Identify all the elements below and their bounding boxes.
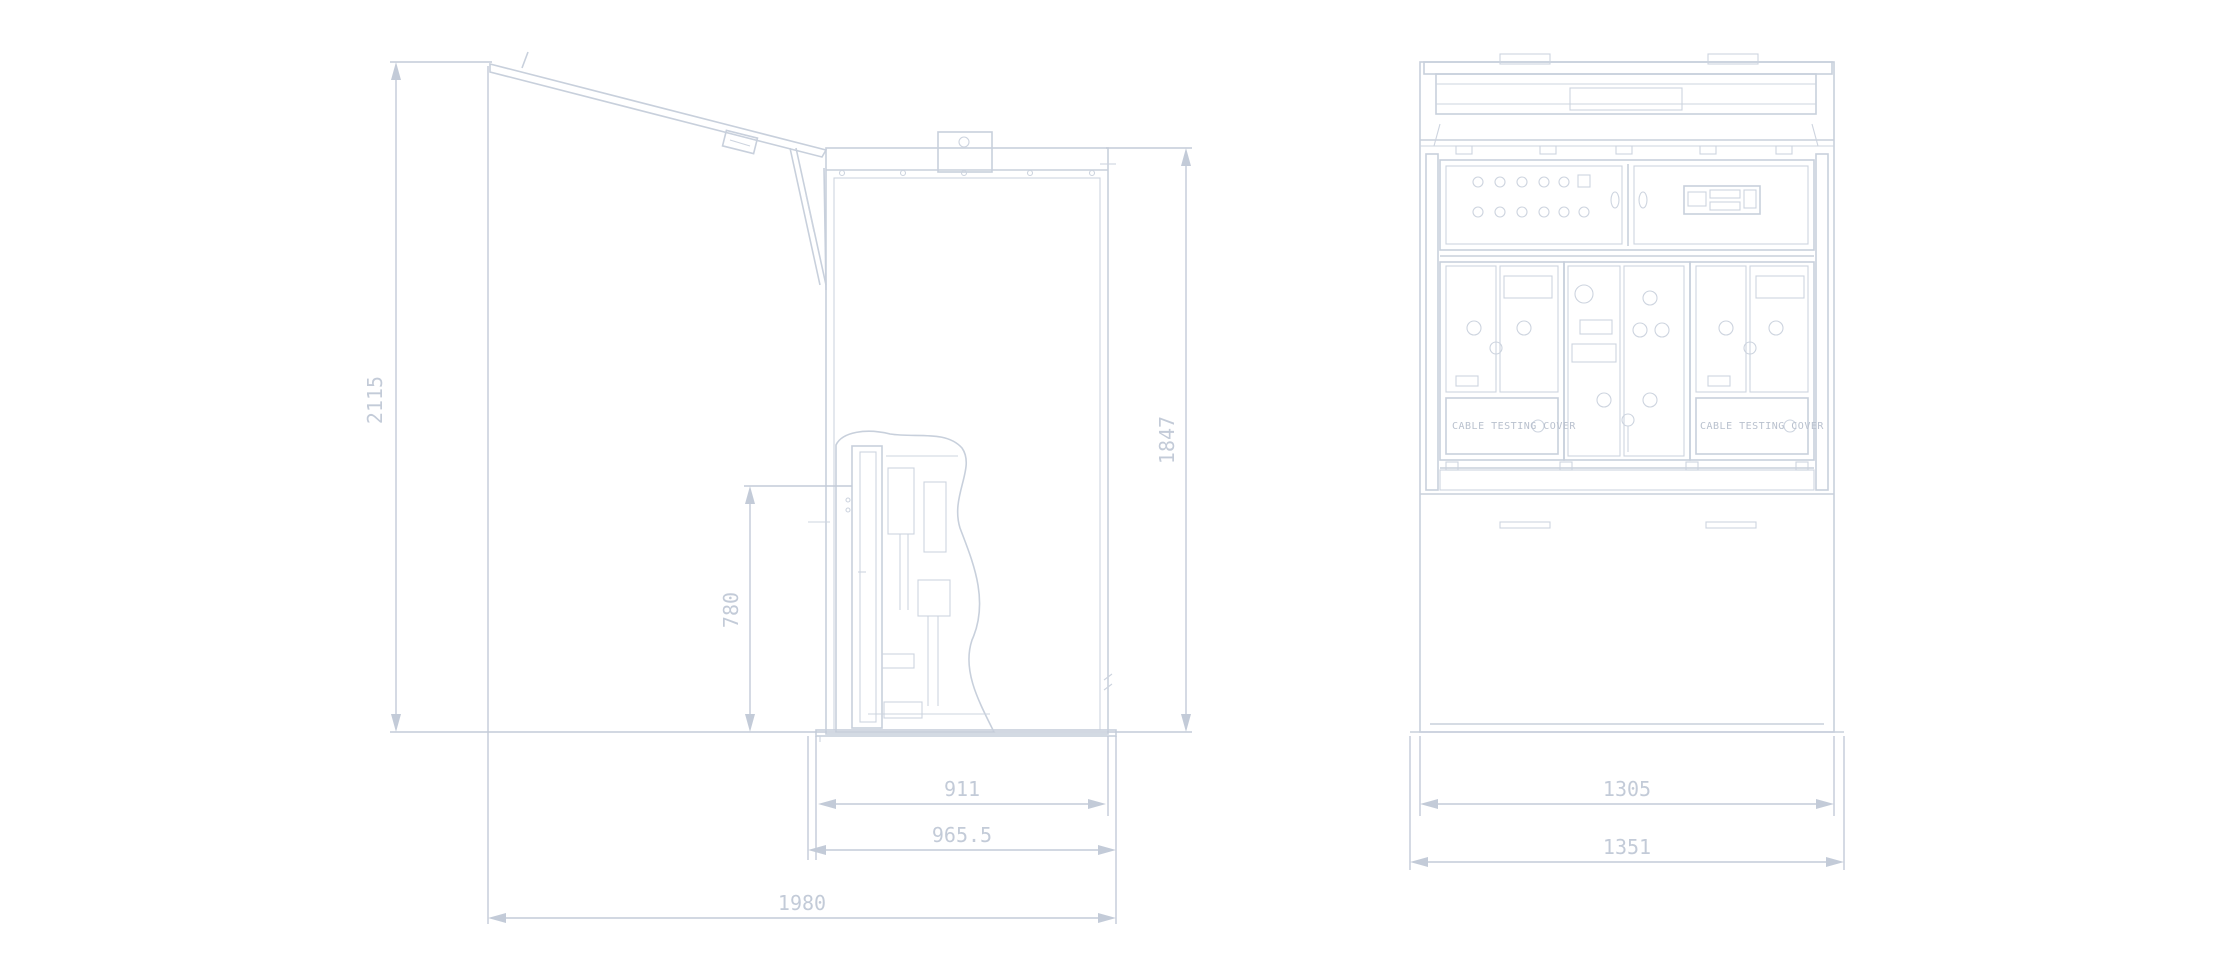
dim-1351: 1351 [1603, 835, 1651, 859]
dim-911: 911 [944, 777, 980, 801]
dim-1847: 1847 [1155, 416, 1179, 464]
dim-1980: 1980 [778, 891, 826, 915]
side-view [489, 51, 1117, 742]
dimension-lines: 2115 1847 780 911 965.5 1980 1305 1351 [363, 61, 1845, 924]
dim-1305: 1305 [1603, 777, 1651, 801]
dim-2115: 2115 [363, 376, 387, 424]
right-cable-testing-cover-label: CABLE TESTING COVER [1700, 421, 1824, 432]
left-cable-testing-cover-label: CABLE TESTING COVER [1452, 421, 1576, 432]
front-view: CABLE TESTING COVER CABLE TESTING COVER [1410, 53, 1844, 733]
dim-965-5: 965.5 [932, 823, 992, 847]
dim-780: 780 [719, 592, 743, 628]
